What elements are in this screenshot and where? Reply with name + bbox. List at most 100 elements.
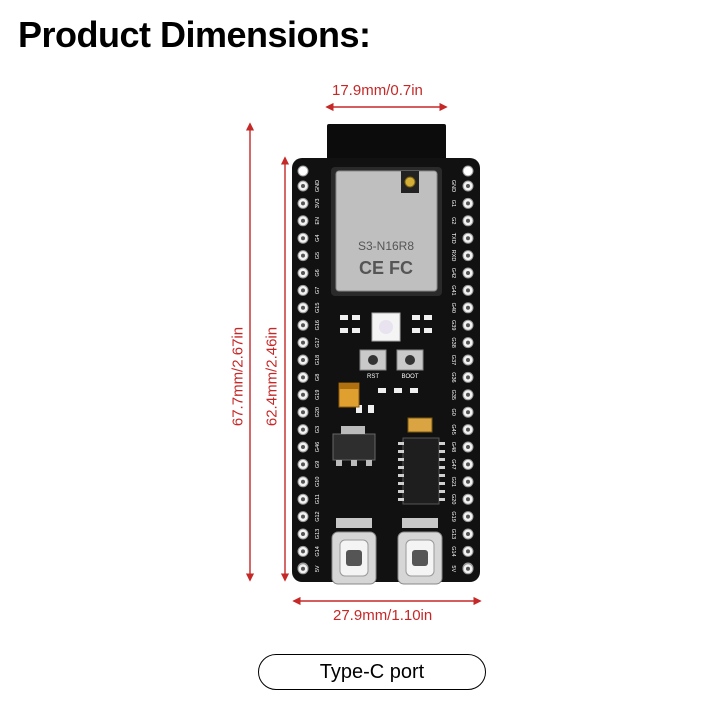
module-label: S3-N16R8 bbox=[358, 239, 414, 253]
pin-hole bbox=[466, 410, 470, 415]
pin-hole bbox=[301, 427, 305, 432]
pin-label: G4 bbox=[315, 235, 321, 242]
crystal bbox=[407, 417, 433, 433]
pin-label: G7 bbox=[315, 287, 321, 294]
pin-hole bbox=[301, 201, 305, 206]
pin-hole bbox=[301, 218, 305, 223]
pin-label: G12 bbox=[315, 511, 321, 521]
pin-label: G40 bbox=[450, 303, 456, 313]
pin-label: TXD bbox=[450, 233, 456, 244]
top-width-label: 17.9mm/0.7in bbox=[332, 82, 423, 99]
usb-c-port-right bbox=[397, 531, 443, 585]
chip-leg bbox=[398, 498, 404, 501]
chip-leg bbox=[398, 490, 404, 493]
pin-hole bbox=[301, 549, 305, 554]
pin-label: 5V bbox=[315, 565, 321, 572]
pin-label: G42 bbox=[450, 268, 456, 278]
right-pin-labels: GNDG1G2TXDRXDG42G41G40G39G38G37G36G35G0G… bbox=[450, 180, 456, 573]
inner-length-label: 62.4mm/2.46in bbox=[263, 326, 281, 427]
pin-hole bbox=[466, 323, 470, 328]
pin-hole bbox=[466, 532, 470, 536]
pin-hole bbox=[301, 236, 305, 241]
pin-hole bbox=[301, 462, 305, 467]
pin-hole bbox=[301, 340, 305, 345]
chip-leg bbox=[398, 466, 404, 469]
pin-hole bbox=[466, 340, 470, 345]
pin-hole bbox=[466, 375, 470, 380]
pin-hole bbox=[301, 532, 305, 536]
pin-label: G14 bbox=[315, 546, 321, 556]
pin-label: G19 bbox=[315, 390, 321, 400]
pin-hole bbox=[466, 445, 470, 449]
chip-leg bbox=[439, 450, 445, 453]
pin-label: G6 bbox=[315, 269, 321, 276]
pin-label: G13 bbox=[315, 529, 321, 539]
chip-leg bbox=[439, 482, 445, 485]
pin-hole bbox=[301, 497, 305, 502]
pin-hole bbox=[301, 445, 305, 449]
pin-label: G46 bbox=[315, 442, 321, 452]
pin-label: G13 bbox=[450, 529, 456, 539]
bottom-width-label: 27.9mm/1.10in bbox=[333, 607, 433, 624]
pin-label: G8 bbox=[315, 374, 321, 381]
pin-label: GND bbox=[315, 180, 321, 192]
pin-hole bbox=[466, 358, 470, 362]
pin-hole bbox=[466, 201, 470, 206]
pin-hole bbox=[466, 427, 470, 432]
pin-hole bbox=[301, 305, 305, 310]
pin-hole bbox=[466, 253, 470, 258]
pin-label: RXD bbox=[450, 250, 456, 262]
chip-leg bbox=[398, 474, 404, 477]
pin-hole bbox=[466, 566, 470, 571]
type-c-port-button[interactable]: Type-C port bbox=[258, 654, 486, 690]
chip-leg bbox=[439, 498, 445, 501]
pin-label: G19 bbox=[450, 511, 456, 521]
pin-label: G47 bbox=[450, 459, 456, 469]
pin-hole bbox=[301, 410, 305, 415]
usb-uart-chip bbox=[402, 437, 440, 505]
chip-leg bbox=[398, 458, 404, 461]
pin-label: G18 bbox=[315, 355, 321, 365]
pin-hole bbox=[466, 236, 470, 241]
rst-label: RST bbox=[367, 374, 379, 380]
chip-leg bbox=[439, 490, 445, 493]
pin-label: GND bbox=[450, 180, 456, 192]
pin-hole bbox=[466, 305, 470, 310]
pin-hole bbox=[466, 184, 470, 188]
boot-button bbox=[396, 349, 424, 371]
pin-label: G41 bbox=[450, 285, 456, 295]
boot-label: BOOT bbox=[401, 374, 418, 380]
voltage-regulator bbox=[332, 433, 376, 461]
pin-hole bbox=[301, 392, 305, 397]
pin-hole bbox=[466, 497, 470, 502]
pin-label: G45 bbox=[450, 424, 456, 434]
outer-length-label: 67.7mm/2.67in bbox=[229, 326, 247, 427]
pin-label: EN bbox=[315, 217, 321, 225]
chip-leg bbox=[398, 442, 404, 445]
pin-label: G0 bbox=[450, 409, 456, 416]
smd-components bbox=[340, 315, 432, 413]
pin-label: G21 bbox=[450, 477, 456, 487]
pin-label: G9 bbox=[315, 461, 321, 468]
pin-label: G14 bbox=[450, 546, 456, 556]
pin-hole bbox=[466, 271, 470, 275]
pin-hole bbox=[466, 288, 470, 293]
chip-leg bbox=[398, 482, 404, 485]
pin-label: G1 bbox=[450, 200, 456, 207]
pin-label: G5 bbox=[315, 252, 321, 259]
module-shield bbox=[335, 170, 438, 292]
usb-c-port-left bbox=[331, 531, 377, 585]
chip-leg bbox=[439, 474, 445, 477]
chip-leg bbox=[439, 442, 445, 445]
pin-label: G48 bbox=[450, 442, 456, 452]
chip-leg bbox=[398, 450, 404, 453]
chip-leg bbox=[439, 466, 445, 469]
pin-label: G20 bbox=[450, 494, 456, 504]
pin-label: G37 bbox=[450, 355, 456, 365]
pin-label: G38 bbox=[450, 337, 456, 347]
right-pin-header bbox=[462, 180, 474, 575]
pin-label: G11 bbox=[315, 494, 321, 504]
rst-button bbox=[359, 349, 387, 371]
pin-hole bbox=[301, 479, 305, 484]
